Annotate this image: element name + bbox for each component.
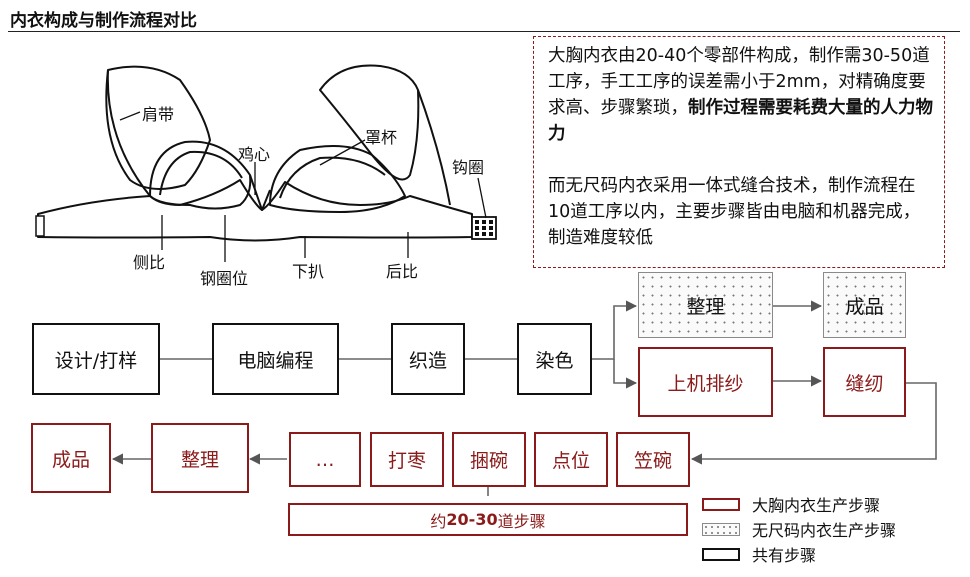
flow-step-programming: 电脑编程 bbox=[212, 323, 339, 395]
note-para1-bold: 制作过程需要耗费大量的人力物力 bbox=[548, 98, 933, 144]
note-para1-normal: 大胸内衣由20-40个零部件构成，制作需30-50道工序，手工工序的误差需小于2… bbox=[548, 46, 930, 118]
label-underband: 下扒 bbox=[292, 262, 325, 281]
page-title: 内衣构成与制作流程对比 bbox=[10, 11, 197, 31]
bigcup-step-marking: 点位 bbox=[534, 432, 608, 487]
label-side: 侧比 bbox=[133, 253, 166, 272]
comparison-note: 大胸内衣由20-40个零部件构成，制作需30-50道工序，手工工序的误差需小于2… bbox=[533, 36, 945, 268]
flow-step-dyeing: 染色 bbox=[517, 323, 592, 395]
steps-label-number: 20-30 bbox=[446, 510, 498, 529]
bigcup-step-knitting: 上机排纱 bbox=[638, 347, 773, 417]
legend-label-bigcup: 大胸内衣生产步骤 bbox=[752, 496, 881, 515]
bigcup-step-finishing: 整理 bbox=[151, 423, 249, 493]
note-para2: 而无尺码内衣采用一体式缝合技术，制作流程在10道工序以内，主要步骤皆由电脑和机器… bbox=[548, 176, 921, 248]
seamless-step-product: 成品 bbox=[823, 272, 906, 338]
bigcup-step-product: 成品 bbox=[31, 423, 111, 493]
label-center-gore: 鸡心 bbox=[238, 145, 271, 164]
steps-label-prefix: 约 bbox=[430, 511, 447, 531]
bigcup-step-bartack: 打枣 bbox=[370, 432, 444, 487]
seamless-step-finishing: 整理 bbox=[638, 272, 773, 338]
bigcup-step-sewing: 缝纫 bbox=[823, 347, 906, 417]
label-cup: 罩杯 bbox=[365, 128, 398, 147]
flow-step-weaving: 织造 bbox=[391, 323, 465, 395]
legend-label-common: 共有步骤 bbox=[752, 546, 817, 565]
flow-step-design: 设计/打样 bbox=[32, 323, 160, 395]
steps-label-suffix: 道步骤 bbox=[497, 511, 546, 531]
bigcup-step-cup-binding: 捆碗 bbox=[452, 432, 526, 487]
bigcup-step-ellipsis: … bbox=[289, 432, 361, 487]
bigcup-step-cup-molding: 笠碗 bbox=[616, 432, 690, 487]
label-back: 后比 bbox=[386, 262, 419, 281]
title-underline bbox=[8, 31, 960, 32]
legend-swatch-common bbox=[702, 548, 740, 561]
legend-label-seamless: 无尺码内衣生产步骤 bbox=[752, 521, 897, 540]
label-hook-eye: 钩圈 bbox=[452, 158, 485, 177]
legend-swatch-seamless bbox=[702, 523, 740, 536]
label-strap: 肩带 bbox=[142, 105, 175, 124]
label-wire: 钢圈位 bbox=[200, 269, 249, 288]
legend-swatch-bigcup bbox=[702, 498, 740, 511]
